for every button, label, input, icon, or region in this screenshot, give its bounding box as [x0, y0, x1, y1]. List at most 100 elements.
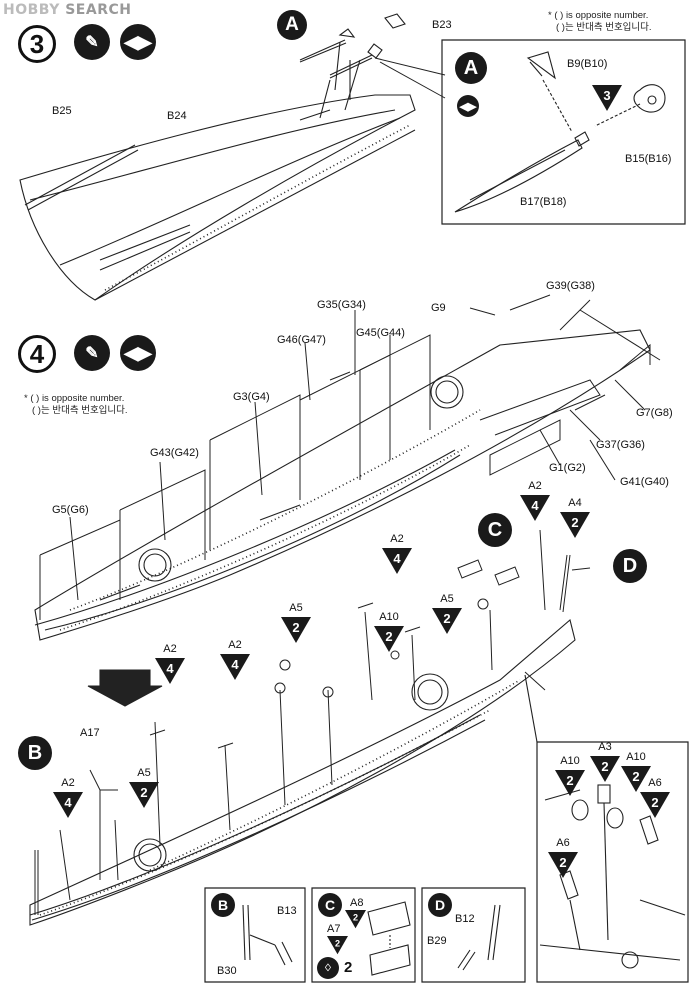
sub-c-a7-qty: 2	[327, 936, 348, 955]
part-qty: 2	[443, 611, 451, 626]
part-id: A10	[560, 755, 580, 767]
part-qty: 2	[385, 629, 393, 644]
step3-hull-drawing	[19, 94, 416, 301]
callout-a: A	[277, 10, 307, 40]
note-star: *	[548, 10, 552, 21]
step-arrow-down	[87, 669, 163, 707]
qty-marker-3: 3	[592, 85, 622, 111]
qty-value: 3	[603, 88, 611, 103]
part-g3-label: G3(G4)	[233, 391, 270, 403]
part-b24-label: B24	[167, 110, 187, 122]
step3-detail-parts	[454, 51, 666, 213]
part-g39-label: G39(G38)	[546, 280, 595, 292]
qty: 2	[334, 938, 341, 949]
part-b15-label: B15(B16)	[625, 153, 672, 165]
hobby-search-watermark: HOBBY SEARCH	[3, 2, 131, 18]
part-g5-label: G5(G6)	[52, 504, 89, 516]
sub-c-callout: C	[318, 893, 342, 917]
part-id: A5	[440, 593, 454, 605]
part-marker-a5: A5 2	[129, 768, 159, 808]
glue-icon-4: ✎	[74, 335, 110, 371]
step4-railing-frames	[39, 299, 661, 620]
part-marker-a2: A2 4	[520, 481, 550, 521]
part-id: A6	[556, 837, 570, 849]
part-qty: 4	[64, 795, 72, 810]
note4-line1: ( ) is opposite number.	[30, 393, 125, 404]
detail-marker-a10: A10 2	[621, 752, 651, 792]
step4-note: * ( ) is opposite number. ( )는 반대측 번호입니다…	[24, 393, 128, 417]
part-qty: 2	[601, 759, 609, 774]
step3-portholes	[104, 124, 411, 291]
step5-detail-frame	[536, 741, 689, 983]
part-b29-label: B29	[427, 935, 447, 947]
part-qty: 4	[393, 551, 401, 566]
part-id: A2	[528, 480, 542, 492]
part-g9-label: G9	[431, 302, 446, 314]
part-id: A10	[379, 611, 399, 623]
part-a7-label: A7	[327, 923, 341, 935]
part-marker-a10: A10 2	[374, 612, 404, 652]
part-b13-label: B13	[277, 905, 297, 917]
part-b25-label: B25	[52, 105, 72, 117]
part-qty: 2	[566, 773, 574, 788]
part-qty: 2	[140, 785, 148, 800]
symmetry-icon: ◀▶	[120, 24, 156, 60]
detail-symmetry-icon: ◀▶	[457, 95, 479, 117]
step5-deck-drawing	[29, 619, 576, 926]
detail-callout-a: A	[455, 52, 487, 84]
note4-line2: ( )는 반대측 번호입니다.	[32, 405, 128, 416]
sub-d-frame	[421, 887, 526, 983]
watermark-brand: HOBBY	[3, 2, 60, 18]
part-b17-label: B17(B18)	[520, 196, 567, 208]
note-line2: ( )는 반대측 번호입니다.	[556, 22, 652, 33]
detail-marker-a10: A10 2	[555, 756, 585, 796]
callout-b: B	[18, 736, 52, 770]
sub-d-callout: D	[428, 893, 452, 917]
step5-fittings	[34, 529, 591, 915]
sub-c-parts	[367, 901, 411, 976]
part-id: A5	[289, 602, 303, 614]
part-marker-a5: A5 2	[432, 594, 462, 634]
sub-d-parts	[457, 904, 501, 971]
part-qty: 2	[632, 769, 640, 784]
part-id: A5	[137, 767, 151, 779]
sub-c-frame	[311, 887, 416, 983]
part-marker-a4: A4 2	[560, 498, 590, 538]
sub-b-parts	[242, 904, 293, 966]
part-b23-label: B23	[432, 19, 452, 31]
part-g37-label: G37(G36)	[596, 439, 645, 451]
part-g41-label: G41(G40)	[620, 476, 669, 488]
part-qty: 4	[531, 498, 539, 513]
step5-deck-dots	[39, 679, 521, 916]
part-marker-a2: A2 4	[155, 644, 185, 684]
part-id: A4	[568, 497, 582, 509]
part-id: A2	[390, 533, 404, 545]
part-id: A2	[61, 777, 75, 789]
part-g7-label: G7(G8)	[636, 407, 673, 419]
sub-b-frame	[204, 887, 306, 983]
part-id: A10	[626, 751, 646, 763]
part-qty: 2	[571, 515, 579, 530]
callout-d: D	[613, 549, 647, 583]
step3-note: * ( ) is opposite number. ( )는 반대측 번호입니다…	[548, 10, 652, 34]
part-g46-label: G46(G47)	[277, 334, 326, 346]
part-g1-label: G1(G2)	[549, 462, 586, 474]
part-id: A6	[648, 777, 662, 789]
step4-deck-drawing	[34, 329, 651, 641]
part-qty: 2	[559, 855, 567, 870]
part-b12-label: B12	[455, 913, 475, 925]
step-4-number: 4	[18, 335, 56, 373]
part-qty: 4	[166, 661, 174, 676]
part-b30-label: B30	[217, 965, 237, 977]
glue-count: 2	[344, 959, 353, 976]
part-b9-label: B9(B10)	[567, 58, 608, 70]
sub-c-a8-qty: 2	[345, 910, 366, 929]
part-id: A2	[163, 643, 177, 655]
qty: 2	[352, 912, 359, 923]
part-a8-label: A8	[350, 897, 364, 909]
step4-deck-dots	[59, 409, 481, 631]
part-g45-label: G45(G44)	[356, 327, 405, 339]
step3-detail-frame	[441, 39, 686, 225]
